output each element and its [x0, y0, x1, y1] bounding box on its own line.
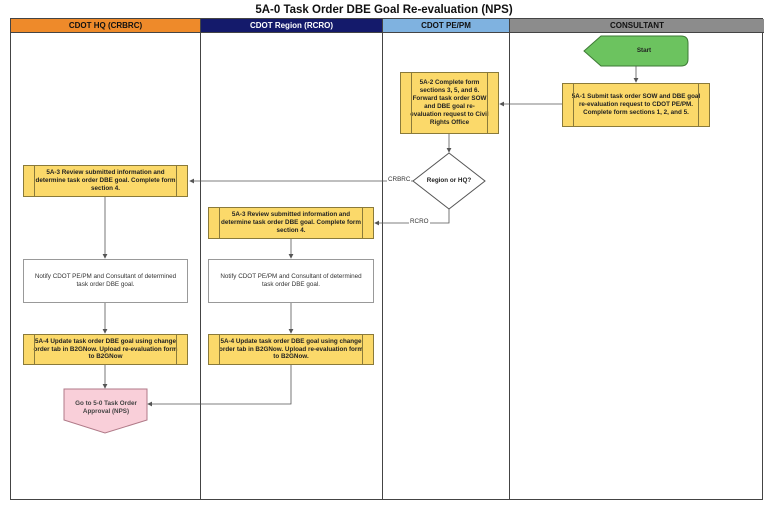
- step-5a3-hq-text: 5A-3 Review submitted information and de…: [35, 169, 176, 192]
- lane-header-consultant: CONSULTANT: [510, 19, 764, 33]
- page-title: 5A-0 Task Order DBE Goal Re-evaluation (…: [255, 4, 513, 16]
- edge-label-rcro: RCRO: [409, 218, 430, 225]
- offpage-connector-shape: [63, 388, 148, 434]
- goto-approval-label: Go to 5-0 Task Order Approval (NPS): [75, 400, 137, 415]
- step-5a1-text: 5A-1 Submit task order SOW and DBE goal …: [571, 93, 701, 116]
- notify-region-box: Notify CDOT PE/PM and Consultant of dete…: [208, 259, 374, 303]
- notify-hq-text: Notify CDOT PE/PM and Consultant of dete…: [34, 273, 177, 288]
- step-5a3-hq-box: 5A-3 Review submitted information and de…: [23, 165, 188, 197]
- step-5a1-box: 5A-1 Submit task order SOW and DBE goal …: [562, 83, 710, 127]
- lane-header-cdot-hq: CDOT HQ (CRBRC): [11, 19, 200, 33]
- step-5a4-hq-box: 5A-4 Update task order DBE goal using ch…: [23, 334, 188, 365]
- step-5a4-region-text: 5A-4 Update task order DBE goal using ch…: [219, 337, 363, 361]
- edge-decision-to-region: [374, 209, 450, 226]
- decision-label: Region or HQ?: [426, 177, 472, 185]
- lane-header-cdot-region: CDOT Region (RCRO): [201, 19, 382, 33]
- step-5a4-hq-text: 5A-4 Update task order DBE goal using ch…: [33, 337, 178, 361]
- lane-cdot-region: CDOT Region (RCRO): [201, 19, 383, 499]
- notify-region-text: Notify CDOT PE/PM and Consultant of dete…: [220, 273, 362, 288]
- step-5a4-region-box: 5A-4 Update task order DBE goal using ch…: [208, 334, 374, 365]
- lane-consultant: CONSULTANT: [510, 19, 764, 499]
- notify-hq-box: Notify CDOT PE/PM and Consultant of dete…: [23, 259, 188, 303]
- lane-cdot-hq: CDOT HQ (CRBRC): [11, 19, 201, 499]
- step-5a3-region-text: 5A-3 Review submitted information and de…: [221, 211, 361, 234]
- step-5a3-region-box: 5A-3 Review submitted information and de…: [208, 207, 374, 239]
- edge-region-update-to-goto: [147, 365, 292, 407]
- start-terminator-shape: [583, 35, 689, 67]
- step-5a2-text: 5A-2 Complete form sections 3, 5, and 6.…: [410, 79, 489, 126]
- start-label: Start: [636, 47, 652, 55]
- step-5a2-box: 5A-2 Complete form sections 3, 5, and 6.…: [400, 72, 499, 134]
- swimlane-container: CDOT HQ (CRBRC) CDOT Region (RCRO) CDOT …: [10, 18, 764, 500]
- edge-label-crbrc: CRBRC: [387, 176, 412, 183]
- lane-header-cdot-pepm: CDOT PE/PM: [383, 19, 509, 33]
- lane-cdot-pepm: CDOT PE/PM: [383, 19, 510, 499]
